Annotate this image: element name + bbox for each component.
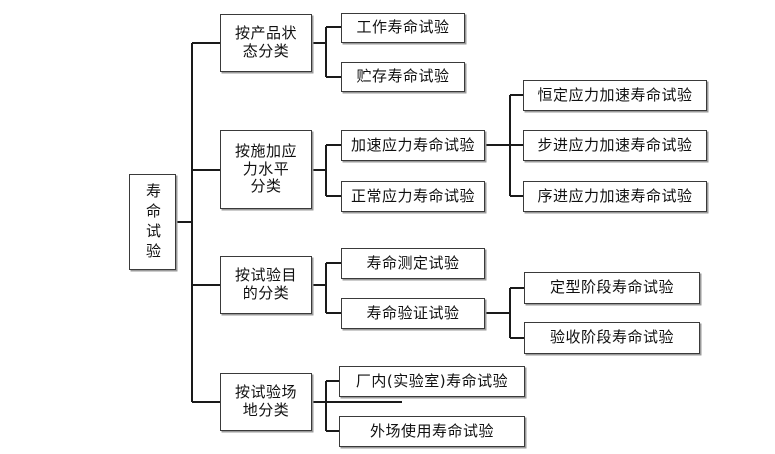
node-label: 步进应力加速寿命试验	[537, 135, 693, 154]
node-l3-life-measurement-test[interactable]: 寿命测定试验	[341, 248, 485, 279]
node-root[interactable]: 寿命试验	[129, 174, 176, 270]
node-l4-step-stress-accelerated-life-test[interactable]: 步进应力加速寿命试验	[523, 130, 707, 161]
node-label: 按产品状 态分类	[234, 24, 297, 60]
node-l3-life-verification-test[interactable]: 寿命验证试验	[341, 298, 485, 329]
node-l4-design-finalization-stage-life-test[interactable]: 定型阶段寿命试验	[524, 272, 700, 304]
node-label: 厂内(实验室)寿命试验	[355, 371, 509, 390]
node-label: 序进应力加速寿命试验	[537, 186, 693, 205]
node-l2-test-site[interactable]: 按试验场 地分类	[220, 373, 312, 431]
node-l4-progressive-stress-accelerated-life-test[interactable]: 序进应力加速寿命试验	[523, 181, 707, 212]
node-l3-field-use-life-test[interactable]: 外场使用寿命试验	[339, 416, 525, 447]
node-label: 验收阶段寿命试验	[549, 328, 674, 347]
node-l3-working-life-test[interactable]: 工作寿命试验	[341, 13, 465, 43]
node-label: 工作寿命试验	[356, 18, 450, 37]
node-label: 贮存寿命试验	[356, 67, 450, 86]
node-l3-accelerated-stress-life-test[interactable]: 加速应力寿命试验	[341, 130, 485, 161]
node-label: 按试验场 地分类	[234, 383, 297, 419]
node-l2-stress-level[interactable]: 按施加应 力水平 分类	[220, 130, 312, 209]
node-l2-test-purpose[interactable]: 按试验目 的分类	[220, 256, 312, 314]
node-label: 加速应力寿命试验	[350, 135, 475, 154]
node-label: 定型阶段寿命试验	[549, 278, 674, 297]
node-l2-product-state[interactable]: 按产品状 态分类	[220, 14, 312, 72]
node-label: 恒定应力加速寿命试验	[537, 85, 693, 104]
node-l4-acceptance-stage-life-test[interactable]: 验收阶段寿命试验	[524, 322, 700, 354]
node-root-label: 寿命试验	[144, 183, 162, 263]
node-label: 按施加应 力水平 分类	[234, 141, 297, 196]
node-label: 寿命测定试验	[366, 253, 460, 272]
node-l3-in-plant-lab-life-test[interactable]: 厂内(实验室)寿命试验	[339, 366, 525, 397]
node-label: 外场使用寿命试验	[369, 421, 494, 440]
node-label: 正常应力寿命试验	[350, 186, 475, 205]
node-l3-storage-life-test[interactable]: 贮存寿命试验	[341, 62, 465, 92]
node-label: 按试验目 的分类	[234, 266, 297, 302]
node-l4-constant-stress-accelerated-life-test[interactable]: 恒定应力加速寿命试验	[523, 80, 707, 111]
node-label: 寿命验证试验	[366, 303, 460, 322]
node-l3-normal-stress-life-test[interactable]: 正常应力寿命试验	[341, 181, 485, 212]
